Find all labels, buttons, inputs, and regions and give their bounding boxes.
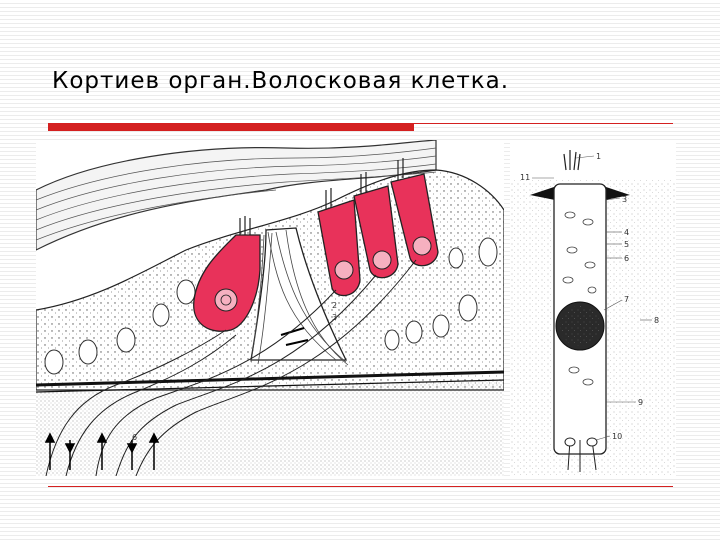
leader-lines [532,155,652,441]
inner-hair-cell [193,216,261,332]
label-3: 3 [332,313,337,322]
supporting-cells [44,237,498,375]
bottom-accent-rule [48,486,673,487]
label-8: 8 [654,316,659,325]
label-11: 11 [520,173,530,182]
tunnel-of-corti [250,227,349,366]
label-4: 4 [624,228,629,237]
outer-hair-cell-1 [317,188,361,297]
label-9: 9 [638,398,643,407]
title-accent-bar [48,123,414,131]
hair-cell-diagram: 1 11 3 4 5 6 7 8 9 10 [510,140,676,476]
outer-hair-cells [317,158,439,297]
label-3: 3 [622,195,627,204]
label-5: 5 [624,240,629,249]
label-7: 7 [624,295,629,304]
outer-hair-cell-3 [390,158,439,267]
nerve-endings [564,437,598,472]
stereocilia [563,150,581,171]
outer-hair-cell-2 [353,172,399,279]
nerve-direction-arrows [44,432,160,470]
connective-tissue [36,380,504,476]
label-2: 2 [332,301,337,310]
label-1: 1 [596,152,601,161]
hair-cell-nucleus [555,301,605,351]
label-10: 10 [612,432,622,441]
slide-title: Кортиев орган.Волосковая клетка. [52,68,510,94]
label-6: 6 [132,433,137,442]
hair-cell-svg: 1 11 3 4 5 6 7 8 9 10 [510,150,676,476]
title-accent-rule [414,123,673,124]
organ-of-corti-diagram: 2 3 6 [36,140,504,476]
organ-of-corti-svg: 2 3 6 [36,140,504,476]
label-6: 6 [624,254,629,263]
